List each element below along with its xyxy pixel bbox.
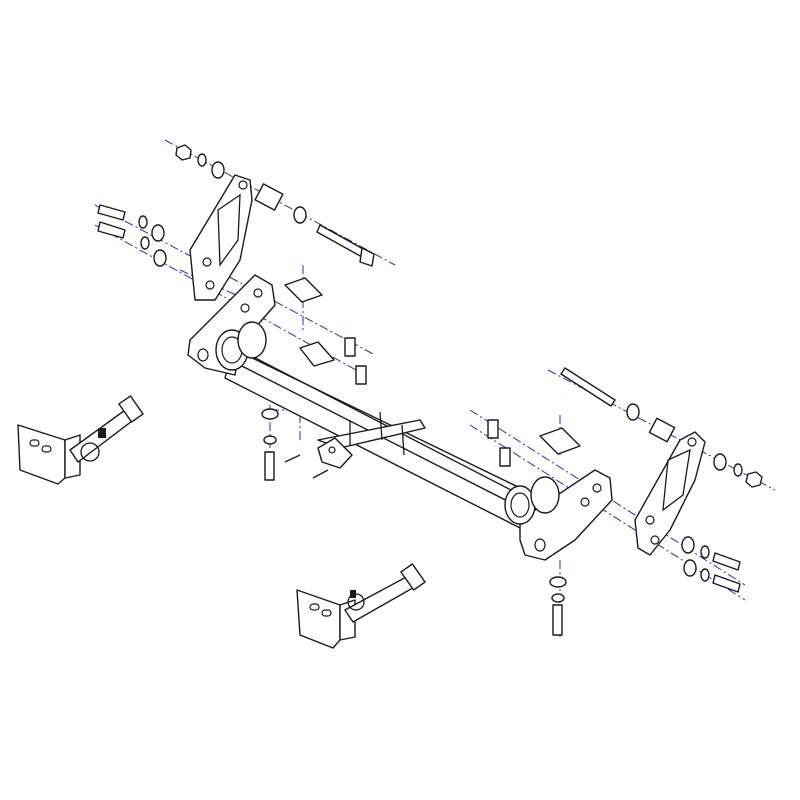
right-vehicle-bracket [634,431,706,556]
bolt-icon [264,451,275,481]
crossbar [209,339,546,533]
washer-icon [211,161,225,179]
spacer-icon [648,417,676,443]
bolt-icon [712,574,741,593]
left-mount-plate [187,274,276,376]
pin-icon [344,574,419,623]
bolt-icon [552,604,563,636]
clamp-plate [539,427,581,455]
right-hardware [487,367,763,636]
long-bolt-icon [316,224,366,258]
long-bolt-icon [560,367,616,407]
left-hardware [97,144,375,385]
lock-washer-icon [197,153,207,167]
right-mount-plate [504,469,613,561]
nut-icon [175,144,192,161]
bolt-icon [97,221,126,239]
lower-pin-assembly [296,563,426,649]
washer-icon [293,206,307,224]
clamp-plate [284,277,323,303]
center-hardware [261,408,353,481]
bolt-icon [712,552,741,571]
spacer-icon [254,183,284,211]
mount-plate-small [317,437,353,469]
left-pin-assembly [17,395,144,485]
bolt-icon [97,204,126,221]
nut-icon [745,471,763,488]
centerlines [94,139,776,640]
left-vehicle-bracket [189,174,253,301]
